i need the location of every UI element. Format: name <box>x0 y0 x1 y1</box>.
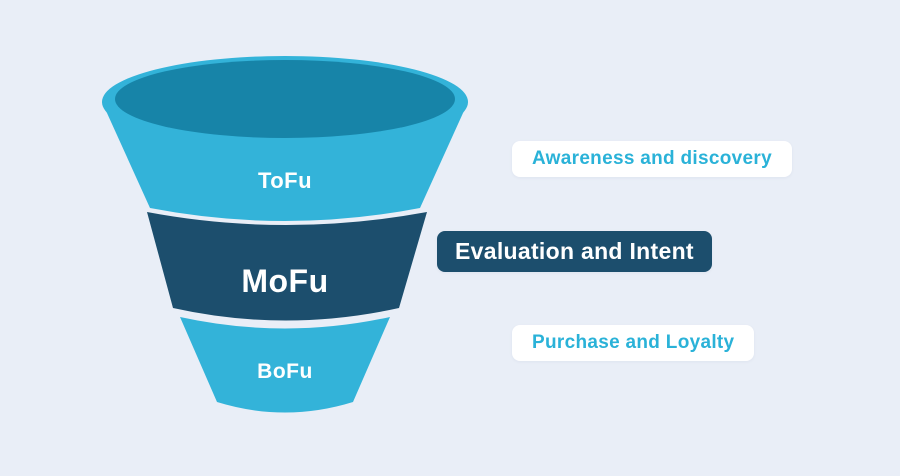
mofu-label: MoFu <box>241 263 329 299</box>
funnel-graphic <box>102 56 468 413</box>
evaluation-stage-pill: Evaluation and Intent <box>437 231 712 272</box>
evaluation-stage-text: Evaluation and Intent <box>455 238 694 264</box>
awareness-stage-text: Awareness and discovery <box>532 148 772 169</box>
funnel-tier-mofu <box>147 212 427 321</box>
purchase-stage-pill: Purchase and Loyalty <box>512 325 755 361</box>
awareness-stage-pill: Awareness and discovery <box>512 141 792 177</box>
funnel-tier-bofu <box>180 317 390 413</box>
tofu-label: ToFu <box>257 168 313 193</box>
bofu-label: BoFu <box>257 360 313 383</box>
funnel-top-opening <box>115 60 455 138</box>
purchase-stage-text: Purchase and Loyalty <box>532 332 735 353</box>
